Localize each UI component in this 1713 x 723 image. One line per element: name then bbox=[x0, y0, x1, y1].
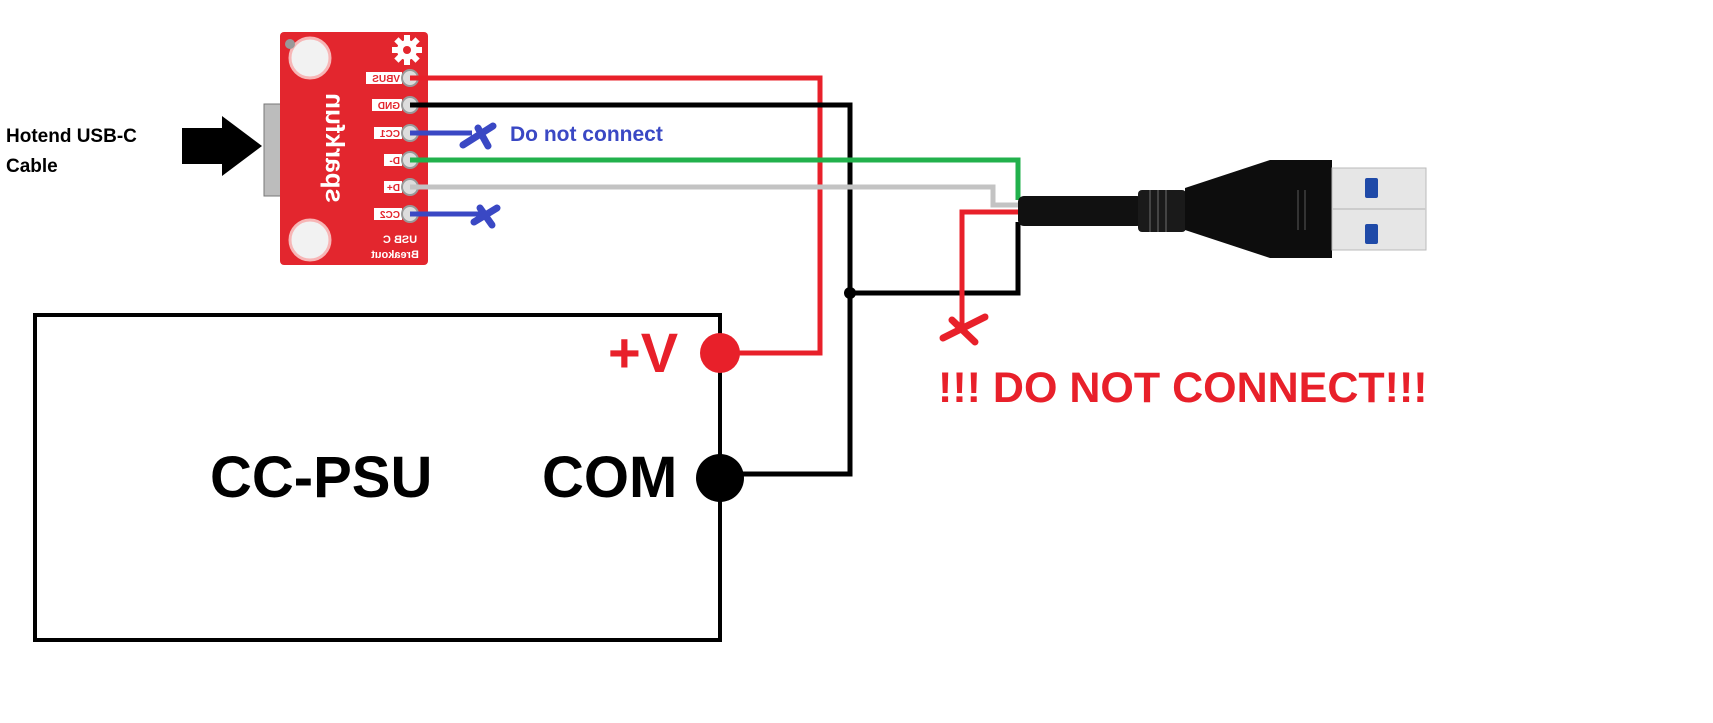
input-label-line1: Hotend USB-C bbox=[6, 126, 137, 147]
junction-dot bbox=[844, 287, 856, 299]
dplus-wire bbox=[410, 184, 1018, 208]
board-subtitle: Breakout bbox=[371, 249, 419, 261]
pin-label-gnd: GND bbox=[378, 101, 400, 112]
usb-c-breakout-board: sparkfun USB C Breakout VBUS GND CC1 D- … bbox=[263, 32, 428, 265]
psu-title: CC-PSU bbox=[210, 445, 432, 510]
pin-label-dminus: D- bbox=[389, 156, 400, 167]
board-brand: sparkfun bbox=[320, 93, 350, 203]
pin-label-dplus: D+ bbox=[387, 183, 400, 194]
input-label-line2: Cable bbox=[6, 156, 58, 177]
cable-gnd-wire bbox=[850, 222, 1021, 296]
psu-common-label: COM bbox=[542, 445, 677, 510]
board-title: USB C bbox=[383, 234, 417, 246]
pin-label-vbus: VBUS bbox=[372, 74, 400, 85]
psu-common-terminal bbox=[696, 454, 744, 502]
gear-icon bbox=[392, 35, 422, 65]
pin-label-cc1: CC1 bbox=[380, 129, 400, 140]
vbus-do-not-connect-note: !!! DO NOT CONNECT!!! bbox=[938, 364, 1428, 412]
usb-a-plug bbox=[1018, 160, 1427, 258]
cc1-cross-icon bbox=[459, 122, 497, 150]
psu-positive-terminal bbox=[700, 333, 740, 373]
cable-vbus-wire bbox=[959, 209, 1018, 325]
cc2-cross-icon bbox=[470, 204, 501, 229]
cc-do-not-connect-note: Do not connect bbox=[510, 123, 663, 146]
psu-positive-label: +V bbox=[608, 321, 678, 384]
dminus-wire bbox=[410, 157, 1021, 200]
arrow-icon bbox=[182, 116, 262, 176]
vbus-cross-icon bbox=[939, 313, 989, 346]
pin-label-cc2: CC2 bbox=[380, 210, 400, 221]
vbus-wire bbox=[410, 75, 823, 356]
